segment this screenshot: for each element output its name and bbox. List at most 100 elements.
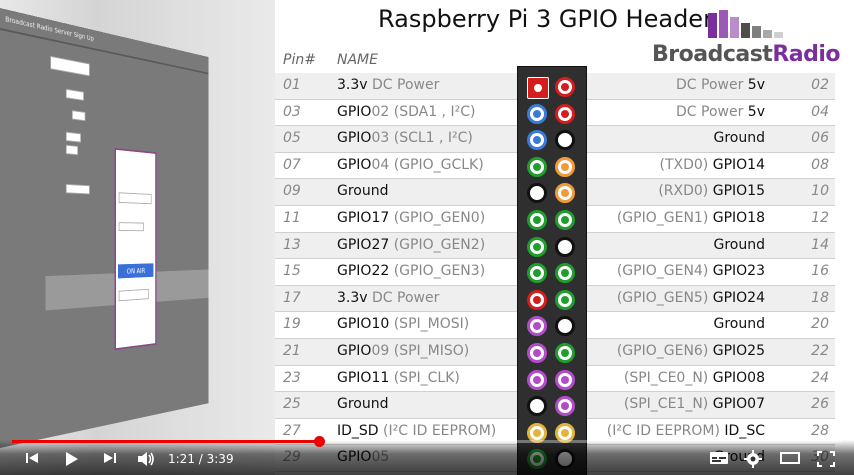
logo-bar [708,13,717,38]
pin-name-right: (GPIO_GEN5) GPIO24 [617,290,765,306]
pin-function: (TXD0) [659,156,713,173]
pin-function: (SPI_CLK) [389,369,460,386]
logo-word-radio: Radio [772,42,841,67]
pin-label: GPIO25 [712,343,765,359]
fullscreen-icon[interactable] [814,450,838,470]
pin-ring [555,156,575,177]
pin-function: DC Power [676,77,748,93]
pin-ring [555,236,575,257]
pin-name-left: GPIO04 (GPIO_GCLK) [337,157,484,173]
pin-center [533,189,541,198]
pin-center [533,216,541,224]
progress-bar[interactable] [12,436,842,447]
progress-scrubber[interactable] [314,436,326,447]
dialog-field[interactable] [118,288,149,302]
pin-number-left: 27 [283,422,301,439]
pin-ring [555,130,575,151]
skip-back-icon[interactable] [22,450,42,470]
pin-center [561,322,569,331]
pin-name-right: (RXD0) GPIO15 [658,183,765,199]
settings-icon[interactable] [742,450,764,470]
pin-function: (GPIO_GEN2) [389,236,486,253]
pin-ring [527,156,547,177]
small-field[interactable] [65,131,81,143]
pin-ring [555,289,575,310]
pin-center [561,83,569,91]
gpio-connector [517,66,587,475]
pin-column-header: Pin# [283,52,316,68]
pin-function: (SPI_CE0_N) [623,369,713,386]
pin-label: GPIO24 [712,289,765,306]
pin-label: GPIO [337,156,372,173]
logo-bars-icon [708,10,783,38]
dialog-field[interactable] [118,192,152,205]
pin-ring [555,183,575,204]
pin-number-left: 19 [283,316,301,333]
pin-ring [555,77,575,97]
pin-name-right: (GPIO_GEN6) GPIO25 [617,343,765,359]
pin-name-left: Ground [337,183,389,199]
gpio-pin-red-icon [555,103,575,124]
dialog-field[interactable] [118,222,144,232]
pin-label-number: 09 [371,343,390,359]
gpio-pin-purple-icon [555,396,575,417]
gpio-pin-purple-icon [527,316,547,337]
pin-function: (RXD0) [658,183,713,200]
pin-number-right: 18 [811,289,829,306]
pin-name-right: DC Power 5v [676,104,765,120]
pin-center [533,242,541,251]
pin-label-number: 02 [371,103,390,120]
pin-center [533,136,541,145]
pin-center [561,402,569,411]
pin-ring [555,343,575,363]
theater-icon[interactable] [778,450,802,470]
gpio-pin-blue-icon [527,103,547,124]
pin-label: GPIO22 [337,263,390,280]
pin-label: GPIO27 [337,236,390,253]
gpio-pin-orange-icon [555,156,575,177]
pin-label-number: 08 [747,369,765,386]
pin-label: Ground [713,316,766,333]
name-column-header: NAME [337,52,378,68]
small-field[interactable] [71,110,86,122]
pin-number-left: 07 [283,156,301,173]
gpio-pin-black-icon [555,130,575,151]
settings-dialog: ON AIR [114,147,157,351]
pin-label: Ground [713,236,766,253]
volume-icon[interactable] [134,450,158,470]
pin-name-left: GPIO09 (SPI_MISO) [337,343,469,359]
pin-function: (GPIO_GEN4) [616,263,713,280]
skip-next-icon[interactable] [100,450,120,470]
pin-label: GPIO [337,103,372,120]
pin-name-left: 3.3v DC Power [337,77,439,93]
software-screenshot-panel: Broadcast Radio Server Sign Up ON AIR [0,0,275,475]
subtitles-icon[interactable] [708,450,730,470]
gpio-pin-purple-icon [555,369,575,390]
pin-number-left: 09 [283,183,301,200]
small-field[interactable] [65,183,90,195]
pin-number-right: 16 [811,263,829,280]
window-background [0,8,209,448]
pin-ring [555,103,575,124]
pin-label: Ground [713,130,766,147]
pin-center [561,162,569,171]
pin-name-right: Ground [714,316,766,332]
pin-center [561,295,569,304]
pin-name-right: (SPI_CE0_N) GPIO08 [624,370,765,386]
pin-label: GPIO [712,369,748,386]
play-icon[interactable] [60,450,82,470]
time-current: 1:21 [168,452,195,466]
gpio-pin-red-icon [555,77,575,97]
gpio-pin-green-icon [527,263,547,284]
pin-ring [527,103,547,124]
pin-number-left: 11 [283,210,301,226]
small-field[interactable] [65,144,79,156]
pin-function: (SPI_CE1_N) [623,396,713,413]
pin-function: (SDA1 , I²C) [389,103,476,120]
pin-label: ID_SC [724,422,765,439]
pin-number-right: 04 [811,103,829,120]
pin-name-left: GPIO22 (GPIO_GEN3) [337,263,485,279]
